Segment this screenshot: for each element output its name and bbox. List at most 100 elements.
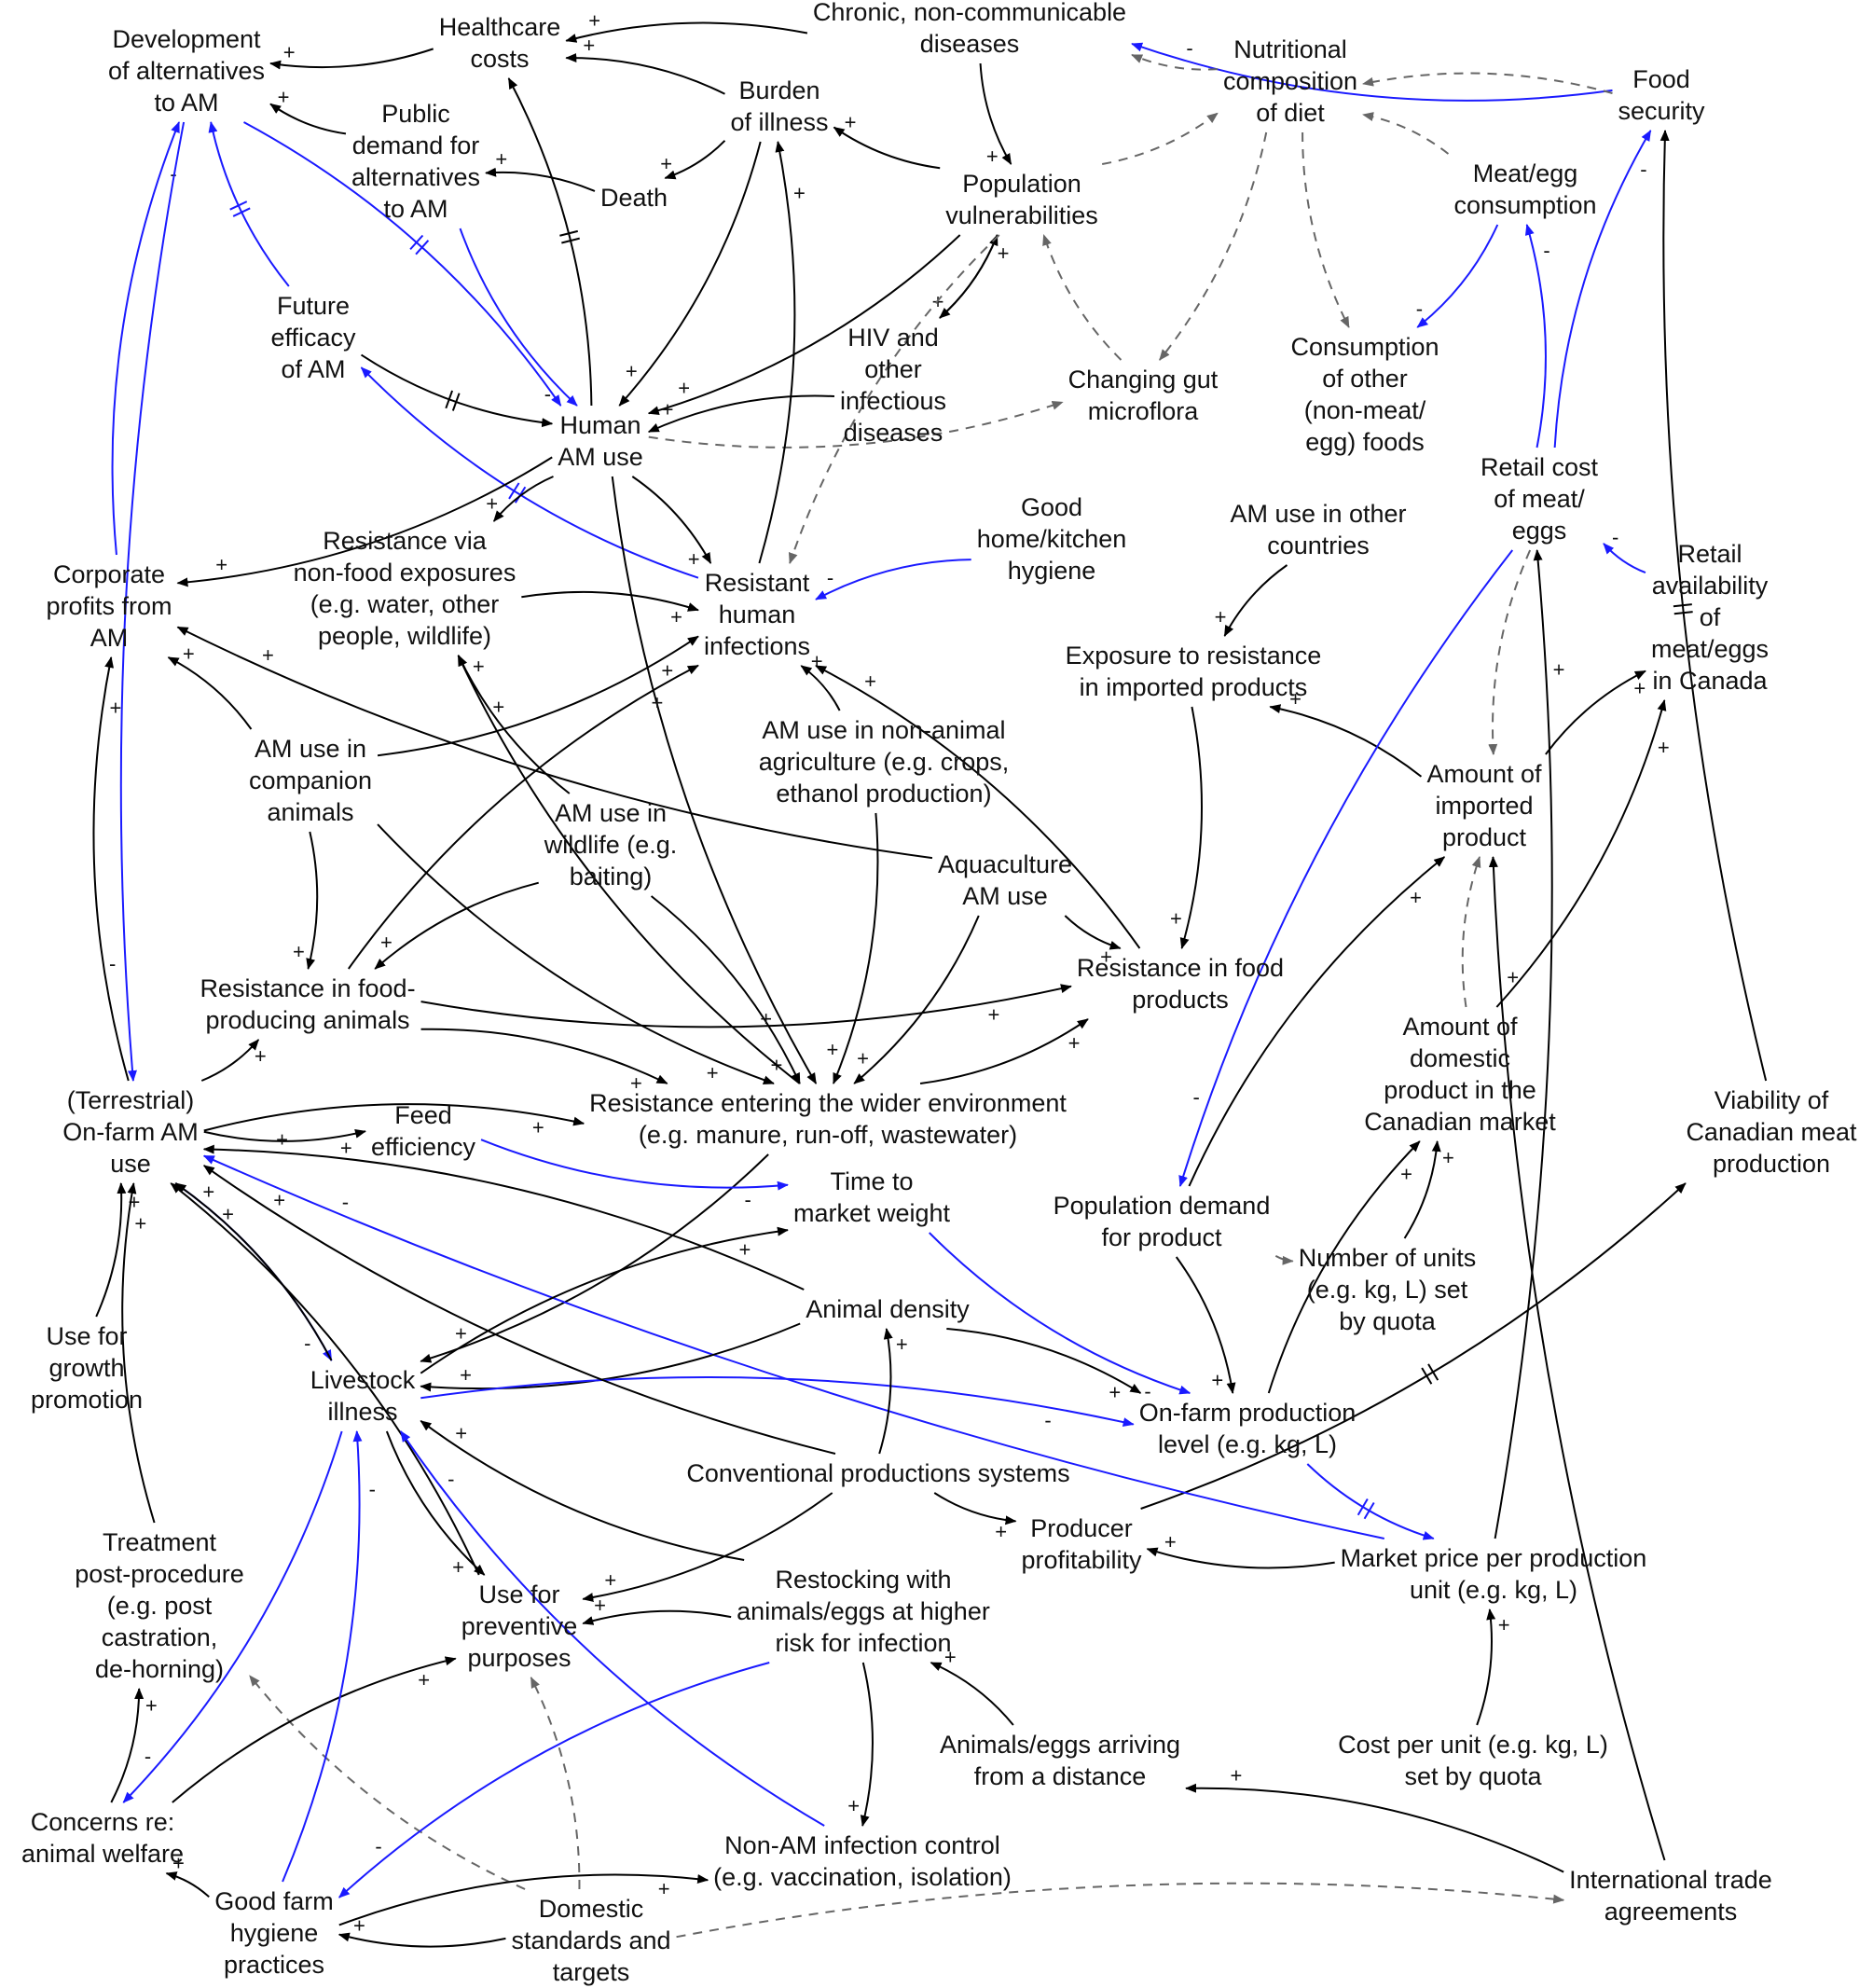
link-onfarm_am-to-corp_profits (92, 656, 130, 1082)
link-res_food_animals-to-res_env (420, 1028, 668, 1084)
link-food_security-to-chronic (1131, 42, 1613, 102)
polarity-label: + (1100, 945, 1112, 968)
link-future_eff-to-dev_alt (208, 121, 290, 287)
node-chronic-diseases: Chronic, non-communicable diseases (812, 0, 1127, 58)
polarity-label: + (1498, 1613, 1510, 1636)
link-restocking-to-non_am_control (860, 1662, 874, 1827)
node-amount-domestic-product: Amount of domestic product in the Canadi… (1364, 1013, 1556, 1136)
polarity-label: + (353, 1914, 365, 1938)
link-human_am-to-corp_profits (176, 456, 553, 587)
polarity-label: - (369, 1477, 376, 1500)
node-consumption-of-other-foods: Consumption of other (non-meat/ egg) foo… (1290, 333, 1439, 456)
node-terrestrial-on-farm-am-use: (Terrestrial) On-farm AM use (62, 1086, 199, 1178)
link-onfarm_am-to-res_food_animals (200, 1039, 260, 1082)
node-aquaculture-am-use: Aquaculture AM use (937, 850, 1073, 910)
node-international-trade-agreements: International trade agreements (1569, 1866, 1772, 1926)
polarity-label: + (455, 1322, 467, 1346)
polarity-label: + (896, 1332, 908, 1356)
node-exposure-imported: Exposure to resistance in imported produ… (1065, 642, 1322, 701)
delay-mark (415, 240, 430, 255)
polarity-label: + (418, 1668, 430, 1691)
polarity-label: + (998, 242, 1010, 265)
link-good_farm-to-livestock_ill (282, 1430, 363, 1883)
link-aquaculture-to-res_env (853, 915, 980, 1084)
link-time_market-to-onfarm_prod (929, 1232, 1191, 1395)
polarity-label: + (604, 1568, 616, 1592)
node-restocking-higher-risk: Restocking with animals/eggs at higher r… (737, 1566, 990, 1657)
polarity-label: + (986, 145, 998, 168)
link-restocking-to-preventive (582, 1609, 732, 1625)
polarity-label: + (678, 377, 690, 400)
node-future-efficacy-of-am: Future efficacy of AM (270, 292, 356, 383)
polarity-label: + (1109, 1381, 1121, 1404)
link-conventional-to-preventive (582, 1492, 833, 1603)
link-public_demand-to-human_am (459, 228, 578, 407)
link-conventional-to-producer_profit (933, 1492, 1017, 1526)
polarity-label: + (651, 691, 663, 714)
link-human_am-to-healthcare (507, 77, 593, 407)
node-resistance-food-products: Resistance in food products (1076, 954, 1285, 1014)
node-feed-efficiency: Feed efficiency (370, 1101, 476, 1161)
node-am-use-companion-animals: AM use in companion animals (248, 735, 373, 826)
node-death: Death (599, 184, 668, 212)
link-am_wildlife-to-res_food_animals (374, 881, 539, 970)
polarity-label: - (1144, 1379, 1150, 1402)
link-livestock_ill-to-time_market (420, 1226, 789, 1374)
link-amount_imported-to-exposure_imported (1269, 704, 1423, 778)
link-animals_distance-to-restocking (930, 1662, 1014, 1726)
polarity-label: + (380, 931, 393, 954)
polarity-label: + (202, 1180, 214, 1203)
link-animal_welfare-to-treatment_post (110, 1688, 145, 1803)
link-am_wildlife-to-res_env (650, 895, 801, 1084)
polarity-label: + (532, 1115, 544, 1139)
link-hiv-to-pop_vuln (939, 234, 998, 319)
delay-mark (232, 207, 251, 217)
link-restocking-to-good_farm (338, 1662, 770, 1898)
link-growth_promo-to-onfarm_am (95, 1182, 127, 1318)
link-producer_profit-to-viability (1140, 1182, 1687, 1510)
link-livestock_ill-to-preventive (385, 1430, 486, 1576)
link-pop_vuln-to-hiv (939, 234, 998, 319)
link-dev_alt-to-onfarm_am (119, 121, 186, 1082)
link-market_price-to-producer_profit (1146, 1547, 1335, 1569)
link-market_price-to-retail_cost (1494, 549, 1553, 1539)
delay-mark (451, 393, 461, 411)
polarity-label: + (1633, 676, 1646, 699)
delay-mark (229, 200, 248, 211)
polarity-label: + (847, 1794, 860, 1817)
polarity-label: + (670, 605, 682, 628)
polarity-label: - (1416, 297, 1423, 320)
link-cost_quota-to-market_price (1476, 1608, 1496, 1726)
link-non_am_control-to-livestock_ill (399, 1430, 825, 1827)
link-domestic_std-to-intl_trade (676, 1882, 1565, 1939)
node-use-for-preventive-purposes: Use for preventive purposes (461, 1581, 578, 1672)
link-am_nonanimal-to-res_human_inf (800, 665, 841, 711)
polarity-label: + (594, 1594, 606, 1617)
link-good_home-to-res_human_inf (815, 559, 971, 601)
link-animal_density-to-livestock_ill (420, 1322, 801, 1392)
link-hiv-to-human_am (647, 394, 835, 434)
link-nutrition-to-cons_other (1301, 131, 1350, 328)
node-good-home-kitchen-hygiene: Good home/kitchen hygiene (976, 493, 1127, 585)
link-public_demand-to-dev_alt (269, 103, 347, 135)
node-corporate-profits: Corporate profits from AM (46, 560, 172, 652)
polarity-label: - (544, 382, 551, 406)
polarity-label: + (995, 1520, 1007, 1543)
polarity-label: + (793, 181, 806, 204)
node-meat-egg-consumption: Meat/egg consumption (1453, 159, 1597, 219)
link-exposure_imported-to-res_food_products (1179, 706, 1204, 949)
link-amount_domestic-to-retail_avail (1495, 699, 1667, 1008)
link-am_companion-to-res_env (377, 823, 775, 1084)
polarity-label: + (1215, 605, 1227, 628)
link-onfarm_prod-to-market_price (1306, 1463, 1435, 1540)
polarity-label: + (662, 398, 674, 421)
link-amount_domestic-to-amount_imported (1461, 856, 1481, 1008)
polarity-label: + (473, 655, 485, 678)
link-domestic_std-to-good_farm (337, 1932, 506, 1948)
polarity-label: + (944, 1646, 957, 1669)
polarity-label: + (626, 359, 638, 382)
polarity-label: + (492, 696, 504, 719)
node-resistant-human-infections: Resistant human infections (703, 569, 811, 660)
polarity-label: - (1044, 1408, 1051, 1431)
polarity-label: + (1068, 1031, 1081, 1055)
